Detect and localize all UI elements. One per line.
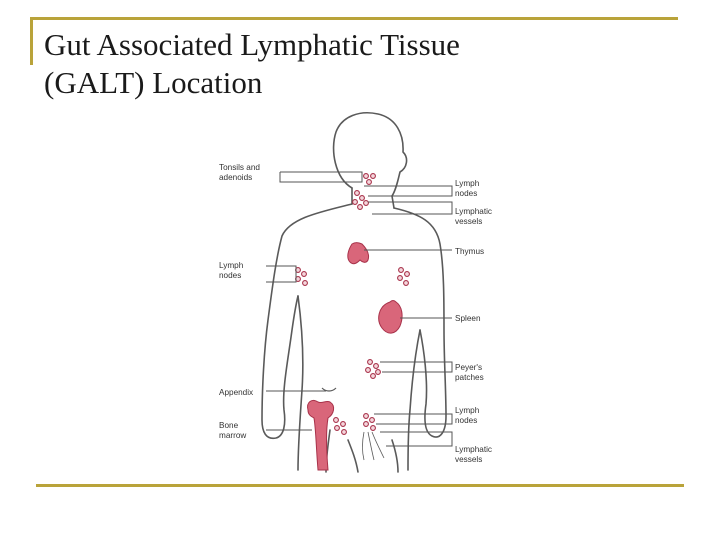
crotch-outline: [347, 439, 359, 473]
groin-nodes-right: [363, 413, 376, 431]
node: [354, 190, 360, 196]
node: [375, 369, 381, 375]
node: [363, 413, 369, 419]
leader-peyers: [380, 361, 453, 373]
label-spleen: Spleen: [455, 314, 481, 323]
node: [363, 421, 369, 427]
peyers-patches-nodes: [365, 359, 381, 379]
leader-lymph-nodes-axilla: [266, 265, 297, 283]
organs: [307, 242, 403, 471]
tonsil-nodes: [363, 173, 376, 185]
title-left-rule: [30, 17, 33, 65]
appendix-shape: [321, 387, 337, 392]
thymus-shape: [347, 242, 369, 265]
bone-marrow-femur: [307, 399, 335, 471]
node: [404, 271, 410, 277]
label-lymph-nodes-groin-1: Lymph: [455, 406, 480, 415]
left-arm-inner: [297, 295, 304, 471]
label-lymph-nodes-axilla-1: Lymph: [219, 261, 244, 270]
vessel-line: [362, 431, 365, 461]
node: [359, 195, 365, 201]
node: [357, 204, 363, 210]
leader-lymphatic-vessels-neck: [368, 201, 453, 215]
label-lymphatic-vessels-neck-2: vessels: [455, 217, 482, 226]
node: [333, 417, 339, 423]
leader-lymphatic-vessels-leg: [380, 431, 453, 447]
right-leg-outline: [391, 439, 399, 473]
leg-lymphatic-vessels: [362, 431, 385, 461]
diagram-labels: Tonsils and adenoids Lymph nodes Lymphat…: [219, 163, 492, 464]
label-bone-marrow-2: marrow: [219, 431, 246, 440]
label-lymphatic-vessels-neck-1: Lymphatic: [455, 207, 492, 216]
node: [340, 421, 346, 427]
label-lymphatic-vessels-leg-1: Lymphatic: [455, 445, 492, 454]
slide-title: Gut Associated Lymphatic Tissue (GALT) L…: [44, 26, 664, 102]
label-lymph-nodes-neck-1: Lymph: [455, 179, 480, 188]
node: [302, 280, 308, 286]
label-bone-marrow-1: Bone: [219, 421, 239, 430]
torso-left-outline: [261, 203, 353, 440]
vessel-line: [367, 431, 375, 461]
node: [366, 179, 372, 185]
node: [365, 367, 371, 373]
leader-tonsils: [279, 171, 363, 183]
label-tonsils-2: adenoids: [219, 173, 252, 182]
node: [397, 275, 403, 281]
bottom-rule: [36, 484, 684, 487]
label-peyers-1: Peyer's: [455, 363, 482, 372]
leader-lymph-nodes-groin: [374, 413, 453, 425]
node: [373, 363, 379, 369]
label-lymph-nodes-axilla-2: nodes: [219, 271, 241, 280]
neck-nodes: [352, 190, 369, 210]
head-outline: [332, 112, 408, 197]
label-appendix: Appendix: [219, 388, 253, 397]
node: [363, 173, 369, 179]
torso-right-outline: [393, 207, 447, 438]
node: [369, 417, 375, 423]
label-lymph-nodes-groin-2: nodes: [455, 416, 477, 425]
title-line-1: Gut Associated Lymphatic Tissue: [44, 27, 460, 62]
node: [403, 280, 409, 286]
label-thymus: Thymus: [455, 247, 484, 256]
lymph-nodes: [295, 173, 410, 435]
node: [301, 271, 307, 277]
label-lymphatic-vessels-leg-2: vessels: [455, 455, 482, 464]
title-line-2: (GALT) Location: [44, 65, 263, 100]
node: [367, 359, 373, 365]
right-arm-inner: [407, 329, 421, 471]
label-tonsils-1: Tonsils and: [219, 163, 260, 172]
spleen-shape: [378, 300, 403, 334]
leader-lines: [266, 171, 453, 447]
body-outline: [261, 112, 447, 473]
node: [370, 173, 376, 179]
node: [352, 199, 358, 205]
leader-lymph-nodes-neck: [364, 185, 453, 197]
node: [398, 267, 404, 273]
groin-nodes-left: [333, 417, 347, 435]
node: [334, 425, 340, 431]
title-top-rule: [30, 17, 678, 20]
label-peyers-2: patches: [455, 373, 484, 382]
label-lymph-nodes-neck-2: nodes: [455, 189, 477, 198]
axillary-nodes-right: [397, 267, 410, 286]
node: [363, 200, 369, 206]
vessel-line: [371, 431, 385, 459]
axillary-nodes-left: [295, 267, 308, 286]
node: [370, 425, 376, 431]
node: [341, 429, 347, 435]
node: [370, 373, 376, 379]
